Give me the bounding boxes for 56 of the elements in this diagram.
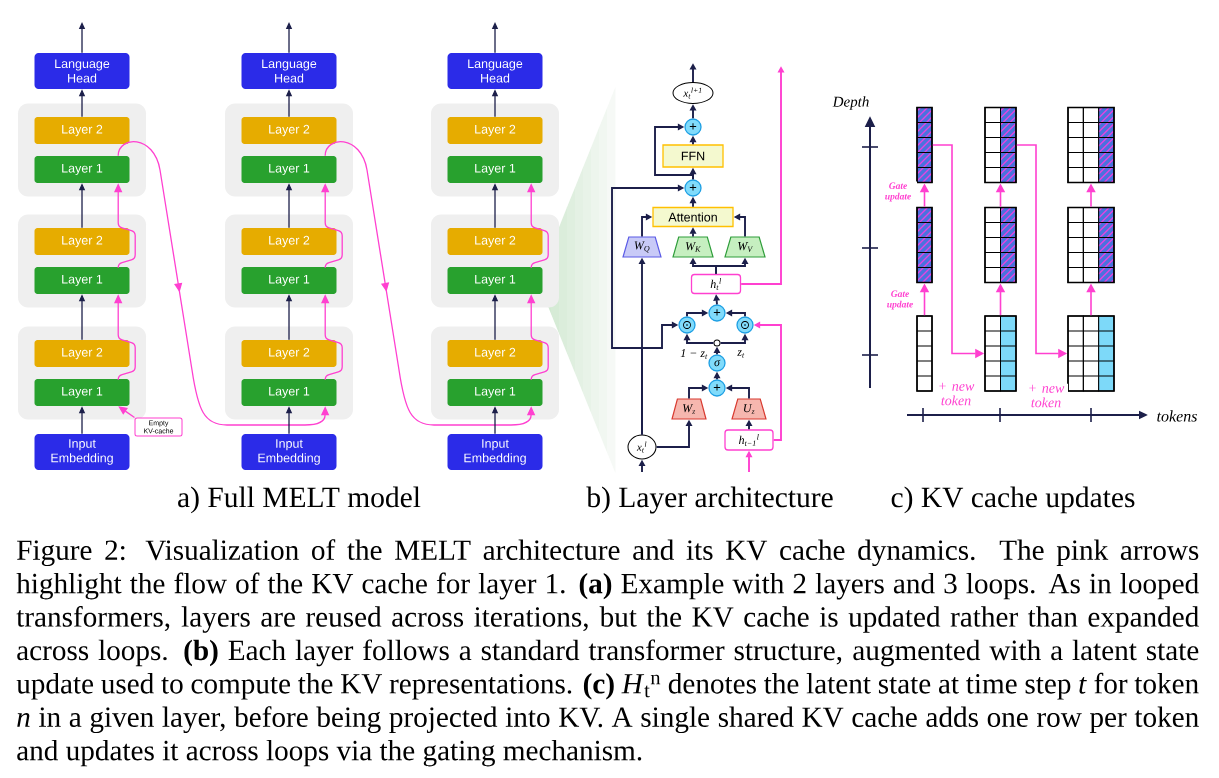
state-box: h$_{t}$l [690, 273, 742, 295]
edge-label: + new token [934, 381, 978, 407]
cache-grid [916, 106, 933, 184]
layer-box: Layer 2 [34, 117, 130, 144]
cache-grid [1067, 106, 1115, 184]
layer-box: Layer 1 [34, 267, 130, 294]
layer-box: Layer 1 [447, 156, 543, 183]
edge-label: + new token [1024, 383, 1068, 409]
layer-box: Layer 1 [241, 156, 337, 183]
edge-label: Gate update [881, 289, 919, 311]
cache-grid [984, 106, 1017, 184]
caption: Figure 2: Visualization of the MELT architecture and its KV cache dynamics. The pink arrows highlight the flow of the KV cache for layer 1. (a) Example with 2 layers and 3 loops. As in looped transformers, layers are reused across iterations, but the KV cache is updated rather than expanded across loops. (b) Each layer follows a standard transformer structure, augmented with a latent state update used to compute the KV representations. (c) H$_{t}$$^{n}$ denotes the latent state at time step t for token n in a given layer, before being projected into KV. A single shared KV cache adds one row per token and updates it across loops via the gating mechanism. [16, 539, 1199, 767]
arrow [118, 406, 136, 419]
arrow [654, 123, 694, 181]
axis-label: tokens [1157, 410, 1197, 422]
weight-trapezoid: W$_{V}$ [724, 236, 766, 258]
cache-grid [916, 315, 933, 392]
layer-box: Layer 1 [447, 379, 543, 406]
edge-label: z$_{t}$ [736, 349, 746, 359]
cache-grid [984, 315, 1017, 392]
layer-box: Layer 1 [34, 379, 130, 406]
weight-trapezoid: W$_{K}$ [672, 236, 714, 258]
layer-box: Layer 2 [447, 228, 543, 255]
block-box: Language Head [34, 53, 130, 89]
panel-title: b) Layer architecture [586, 486, 833, 514]
block-box: Input Embedding [447, 434, 543, 470]
module-box: FFN [662, 144, 724, 168]
edge-label: 1 − z$_{t}$ [679, 348, 709, 360]
layer-box: Layer 2 [241, 117, 337, 144]
state-box: h$_{t−1}$l [724, 429, 774, 451]
layer-box: Layer 2 [241, 340, 337, 367]
edge-label: Gate update [879, 181, 917, 203]
axis-label: Depth [832, 96, 869, 110]
cache-grid [1067, 206, 1115, 284]
block-box: Language Head [241, 53, 337, 89]
layer-box: Layer 1 [241, 379, 337, 406]
layer-box: Layer 1 [447, 267, 543, 294]
block-box: Input Embedding [34, 434, 130, 470]
layer-box: Layer 2 [447, 117, 543, 144]
cache-grid [984, 206, 1017, 284]
panel-title: a) Full MELT model [178, 486, 421, 514]
module-box: Attention [652, 206, 734, 228]
layer-box: Layer 2 [34, 228, 130, 255]
weight-trapezoid: W$_{z}$ [671, 398, 707, 420]
weight-trapezoid: W$_{Q}$ [622, 236, 662, 258]
block-box: Language Head [447, 53, 543, 89]
layer-box: Layer 1 [241, 267, 337, 294]
layer-box: Layer 2 [241, 228, 337, 255]
panel-title: c) KV cache updates [891, 486, 1135, 514]
weight-trapezoid: U$_{z}$ [731, 398, 767, 420]
cache-grid [1067, 315, 1115, 392]
cache-grid [916, 206, 933, 284]
block-box: Input Embedding [241, 434, 337, 470]
layer-box: Layer 2 [34, 340, 130, 367]
layer-box: Layer 2 [447, 340, 543, 367]
layer-box: Layer 1 [34, 156, 130, 183]
